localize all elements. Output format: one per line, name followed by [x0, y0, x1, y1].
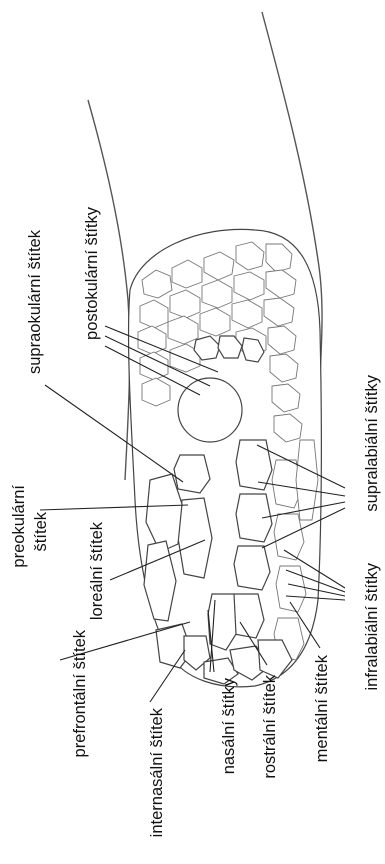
- label-rostralni: rostrální štítek: [261, 674, 279, 778]
- label-preokularni-line1: preokulární: [10, 485, 28, 568]
- label-prefrontalni: prefrontální štítek: [71, 629, 89, 757]
- label-lorealni: loreální štítek: [88, 521, 106, 620]
- label-internasalni: internasální štítek: [148, 707, 166, 837]
- label-preokularni-line2: štítek: [32, 511, 50, 551]
- eye-supraocular: [178, 378, 242, 442]
- label-postokularni: postokulární štítky: [83, 206, 101, 340]
- label-supralabialni: supralabiální štítky: [363, 374, 381, 511]
- postocular-scales: [194, 336, 264, 362]
- label-infralabialni: infralabiální štítky: [363, 562, 381, 690]
- label-mentalni: mentální štítek: [313, 654, 331, 762]
- label-supraokularni: supraokulární štítek: [26, 229, 44, 374]
- label-nasalni: nasální štítky: [220, 677, 238, 774]
- snake-head-illustration: [129, 229, 322, 686]
